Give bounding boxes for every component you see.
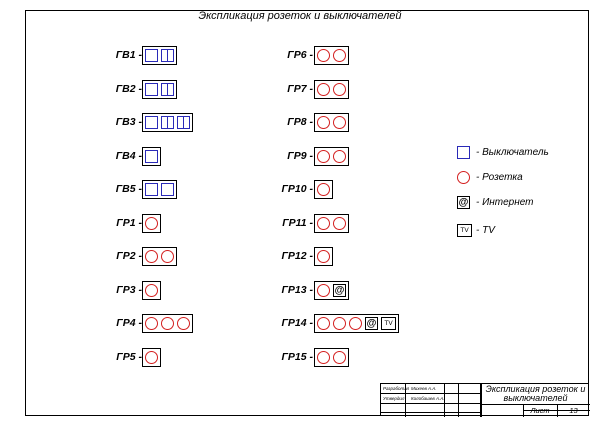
socket-icon (317, 216, 330, 230)
group-label: ГР2 - (116, 250, 142, 262)
switch-icon (145, 49, 158, 62)
socket-icon (457, 171, 470, 184)
group-box (314, 46, 349, 65)
internet-socket-icon: @ (457, 196, 470, 209)
socket-icon (333, 82, 346, 96)
switch-icon (145, 183, 158, 196)
group-box (142, 79, 177, 99)
drawing-title: Экспликация розеток и выключателей (198, 10, 402, 22)
socket-icon (317, 82, 330, 96)
group-label: ГВ4 - (115, 149, 142, 162)
group-box (142, 113, 193, 132)
group-label: ГР1 - (116, 216, 142, 229)
group-box (142, 247, 177, 266)
double-switch-icon (161, 82, 174, 96)
sheet-number: 13 (569, 406, 578, 415)
group-box (314, 347, 349, 367)
group-label: ГВ3 - (115, 116, 142, 128)
group-box (142, 314, 193, 333)
group-label: ГР9 - (287, 149, 313, 162)
group-box (314, 79, 349, 99)
group-label: ГВ1 - (115, 49, 142, 61)
socket-icon (161, 250, 174, 263)
group-box (142, 213, 161, 233)
socket-icon (317, 116, 330, 129)
group-box: @TV (314, 314, 399, 333)
socket-icon (333, 149, 346, 163)
group-box (314, 213, 349, 233)
socket-icon (333, 216, 346, 230)
switch-icon (145, 149, 158, 163)
group-label: ГР8 - (287, 116, 313, 128)
socket-icon (161, 317, 174, 330)
title-block: Разработал Михеев А.А. Утвердил Колобаше… (380, 383, 590, 417)
group-label: ГР15 - (281, 350, 313, 363)
double-switch-icon (177, 116, 190, 129)
switch-icon (145, 82, 158, 96)
legend-text: - Интернет (476, 197, 534, 208)
group-label: ГР13 - (281, 283, 313, 296)
group-label: ГР4 - (116, 317, 142, 329)
socket-icon (333, 49, 346, 62)
group-label: ГВ2 - (115, 82, 142, 95)
socket-icon (317, 250, 330, 263)
group-label: ГР14 - (281, 317, 313, 329)
socket-icon (177, 317, 190, 330)
internet-socket-icon: @ (333, 283, 346, 297)
group-label: ГР10 - (281, 183, 313, 195)
group-label: ГР5 - (116, 350, 142, 363)
socket-icon (317, 183, 330, 196)
socket-icon (317, 49, 330, 62)
sheet-label: Лист (530, 406, 550, 415)
tv-socket-icon: TV (381, 317, 396, 330)
group-label: ГР6 - (287, 49, 313, 61)
socket-icon (333, 350, 346, 364)
group-label: ГР12 - (281, 250, 313, 262)
switch-icon (145, 116, 158, 129)
group-box (314, 146, 349, 166)
group-label: ГР7 - (287, 82, 313, 95)
group-box (142, 347, 161, 367)
group-label: ГР11 - (282, 216, 313, 229)
socket-icon (317, 283, 330, 297)
developed-name: Михеев А.А. (411, 386, 437, 391)
group-box (142, 180, 177, 199)
group-box (142, 146, 161, 166)
internet-socket-icon: @ (365, 317, 378, 330)
switch-icon (457, 146, 470, 159)
stamp-title: Экспликация розеток и выключателей (485, 384, 586, 403)
legend-text: - TV (476, 225, 495, 236)
legend-text: - Выключатель (476, 147, 549, 158)
group-box: @ (314, 280, 349, 300)
group-box (314, 247, 333, 266)
double-switch-icon (161, 49, 174, 62)
socket-icon (317, 317, 330, 330)
socket-icon (333, 317, 346, 330)
group-box (314, 113, 349, 132)
group-box (142, 46, 177, 65)
socket-icon (145, 350, 158, 364)
developed-label: Разработал (383, 386, 410, 391)
socket-icon (317, 350, 330, 364)
socket-icon (145, 216, 158, 230)
legend-text: - Розетка (476, 172, 523, 183)
group-label: ГВ5 - (115, 183, 142, 195)
socket-icon (317, 149, 330, 163)
double-switch-icon (161, 116, 174, 129)
switch-icon (161, 183, 174, 196)
group-label: ГР3 - (116, 283, 142, 296)
drawing-frame (25, 10, 589, 416)
socket-icon (349, 317, 362, 330)
socket-icon (145, 283, 158, 297)
approved-name: Колобашев А.А. (411, 396, 445, 401)
socket-icon (145, 317, 158, 330)
group-box (314, 180, 333, 199)
tv-socket-icon: TV (457, 224, 472, 237)
socket-icon (333, 116, 346, 129)
approved-label: Утвердил (383, 396, 405, 401)
socket-icon (145, 250, 158, 263)
group-box (142, 280, 161, 300)
